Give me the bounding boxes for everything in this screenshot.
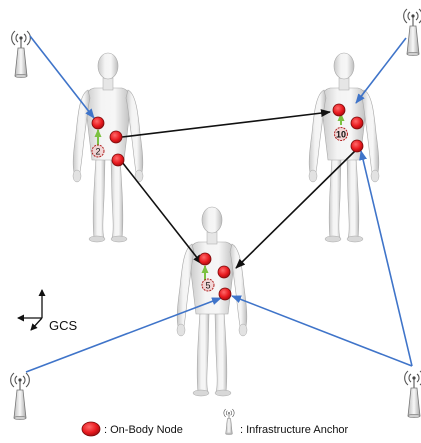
person-right	[308, 52, 380, 243]
gcs-label: GCS	[49, 318, 78, 333]
node-marker	[350, 116, 364, 130]
node-marker	[111, 153, 125, 167]
link-anchor-tr	[355, 37, 407, 104]
node-number-label: 5	[205, 281, 210, 291]
node-numbered-left: 2	[91, 144, 105, 158]
node-marker	[350, 139, 364, 153]
anchor-top-left-icon	[11, 30, 31, 79]
node-numbered-center: 5	[201, 278, 215, 292]
node-number-label: 10	[336, 130, 346, 140]
gcs-axes: GCS	[17, 289, 78, 333]
anchor-links	[25, 35, 413, 373]
axis-arrows	[30, 317, 43, 331]
link-left-right	[121, 109, 331, 138]
node-marker	[217, 265, 231, 279]
node-numbered-right: 10	[334, 127, 348, 141]
legend-node-marker	[81, 421, 101, 437]
legend-anchor-label: : Infrastructure Anchor	[240, 424, 349, 436]
body-links	[121, 109, 357, 269]
link-anchor-tl	[29, 35, 95, 119]
link-anchor-br-right	[359, 150, 413, 367]
node-marker	[109, 130, 123, 144]
person-left	[72, 52, 144, 243]
node-marker	[218, 287, 232, 301]
node-marker	[332, 103, 346, 117]
anchor-bottom-left-icon	[10, 372, 30, 421]
node-marker	[91, 116, 105, 130]
link-right-center	[235, 149, 357, 269]
node-marker	[198, 252, 212, 266]
legend: : On-Body Node : Infrastructure Anchor	[81, 408, 349, 437]
legend-node-label: : On-Body Node	[104, 424, 183, 436]
on-body-nodes: 2 10 5	[91, 103, 364, 301]
anchor-bottom-right-icon	[404, 370, 421, 419]
anchor-top-right-icon	[403, 8, 421, 57]
link-left-center	[121, 161, 203, 265]
link-anchor-bl	[25, 297, 222, 373]
legend-antenna-icon	[223, 408, 235, 436]
node-number-label: 2	[95, 147, 100, 157]
link-anchor-br-center	[231, 295, 413, 367]
